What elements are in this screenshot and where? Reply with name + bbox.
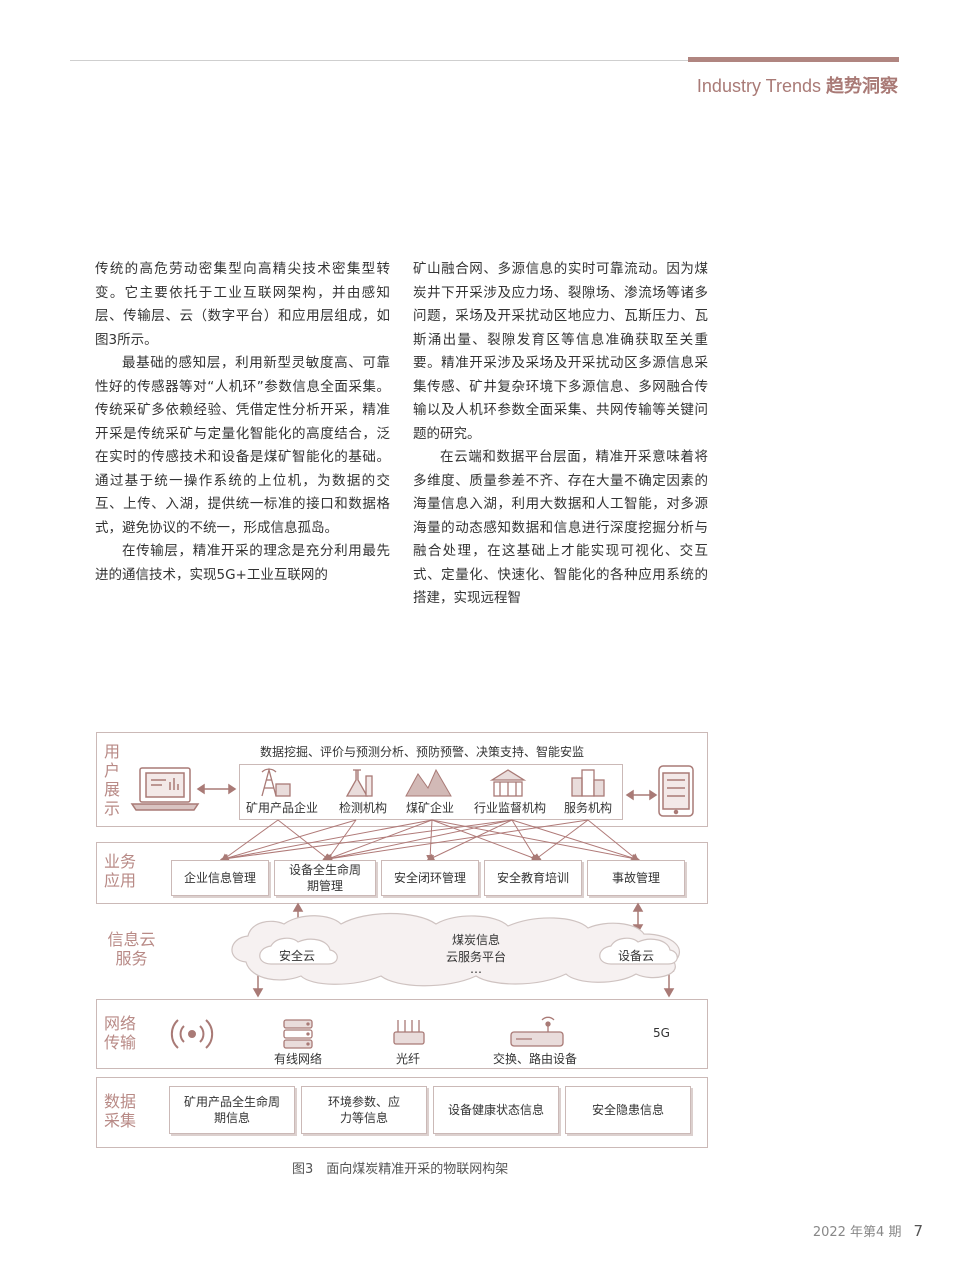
net-item: 交换、路由设备 bbox=[493, 1052, 578, 1066]
header-rule bbox=[70, 60, 899, 61]
data-cell: 矿用产品全生命周期信息 bbox=[169, 1086, 295, 1134]
biz-cell: 安全闭环管理 bbox=[381, 860, 479, 896]
laptop-icon bbox=[130, 767, 200, 811]
paragraph: 在云端和数据平台层面，精准开采意味着将多维度、质量参差不齐、存在大量不确定因素的… bbox=[413, 449, 708, 606]
data-cell: 环境参数、应力等信息 bbox=[301, 1086, 427, 1134]
cloud-center: 煤炭信息 bbox=[452, 933, 501, 947]
tablet-icon bbox=[658, 765, 694, 817]
article-column-2: 矿山融合网、多源信息的实时可靠流动。因为煤炭井下开采涉及应力场、裂隙场、渗流场等… bbox=[413, 258, 708, 611]
office-buildings-icon bbox=[571, 769, 605, 797]
article-column-1: 传统的高危劳动密集型向高精尖技术密集型转变。它主要依托于工业互联网架构，并由感知… bbox=[95, 258, 390, 587]
government-building-icon bbox=[489, 769, 527, 797]
analytics-functions: 数据挖掘、评价与预测分析、预防预警、决策支持、智能安监 bbox=[260, 745, 585, 759]
flask-icon bbox=[345, 769, 373, 797]
data-cell: 设备健康状态信息 bbox=[433, 1086, 559, 1134]
layer-label-cloud: 信息云服务 bbox=[107, 930, 156, 968]
connector-lines bbox=[130, 765, 694, 1049]
paragraph: 矿山融合网、多源信息的实时可靠流动。因为煤炭井下开采涉及应力场、裂隙场、渗流场等… bbox=[413, 261, 708, 442]
figure-caption: 图3 面向煤炭精准开采的物联网构架 bbox=[292, 1162, 509, 1177]
user-items-box bbox=[239, 764, 623, 820]
cloud-center: … bbox=[470, 962, 482, 976]
page-footer: 2022 年第4 期 7 bbox=[813, 1221, 923, 1240]
paragraph: 最基础的感知层，利用新型灵敏度高、可靠性好的传感器等对“人机环”参数信息全面采集… bbox=[95, 355, 390, 536]
section-title-en: Industry Trends bbox=[696, 76, 821, 96]
net-item: 有线网络 bbox=[274, 1052, 323, 1066]
cloud-right: 设备云 bbox=[618, 949, 655, 963]
header-accent-bar bbox=[688, 57, 899, 62]
layer-label-data: 数据采集 bbox=[104, 1092, 137, 1130]
net-layer-box bbox=[96, 999, 708, 1069]
layer-label-biz: 业务应用 bbox=[104, 852, 137, 890]
cloud-center: 云服务平台 bbox=[446, 950, 507, 964]
net-item: 5G bbox=[653, 1026, 670, 1040]
cloud-left: 安全云 bbox=[279, 949, 316, 963]
user-item: 矿用产品企业 bbox=[246, 801, 319, 815]
paragraph: 在传输层，精准开采的理念是充分利用最先进的通信技术，实现5G+工业互联网的 bbox=[95, 543, 390, 583]
fiber-router-icon bbox=[393, 1020, 425, 1045]
biz-cell: 事故管理 bbox=[587, 860, 685, 896]
antenna-tower-icon bbox=[261, 767, 291, 797]
user-item: 行业监督机构 bbox=[474, 801, 547, 815]
wireless-signal-icon bbox=[170, 1019, 214, 1049]
biz-cell: 设备全生命周期管理 bbox=[274, 860, 376, 896]
paragraph: 传统的高危劳动密集型向高精尖技术密集型转变。它主要依托于工业互联网架构，并由感知… bbox=[95, 261, 390, 348]
layer-label-user: 用户展示 bbox=[104, 742, 121, 818]
architecture-figure: 用户展示 业务应用 信息云服务 网络传输 数据采集 数据挖掘、评价与预测分析、预… bbox=[96, 732, 708, 1148]
switch-router-icon bbox=[510, 1016, 564, 1047]
section-title-zh: 趋势洞察 bbox=[826, 76, 898, 97]
mountain-icon bbox=[405, 768, 452, 797]
net-item: 光纤 bbox=[396, 1052, 421, 1066]
server-icon bbox=[283, 1019, 313, 1049]
data-cell: 安全隐患信息 bbox=[565, 1086, 691, 1134]
biz-cell: 企业信息管理 bbox=[171, 860, 269, 896]
layer-label-net: 网络传输 bbox=[104, 1014, 137, 1052]
user-item: 服务机构 bbox=[564, 801, 613, 815]
issue-label: 2022 年第4 期 bbox=[812, 1225, 902, 1240]
section-title: Industry Trends 趋势洞察 bbox=[697, 72, 898, 98]
page-number: 7 bbox=[913, 1222, 923, 1240]
user-item: 煤矿企业 bbox=[406, 801, 455, 815]
biz-cell: 安全教育培训 bbox=[484, 860, 582, 896]
user-item: 检测机构 bbox=[339, 801, 388, 815]
